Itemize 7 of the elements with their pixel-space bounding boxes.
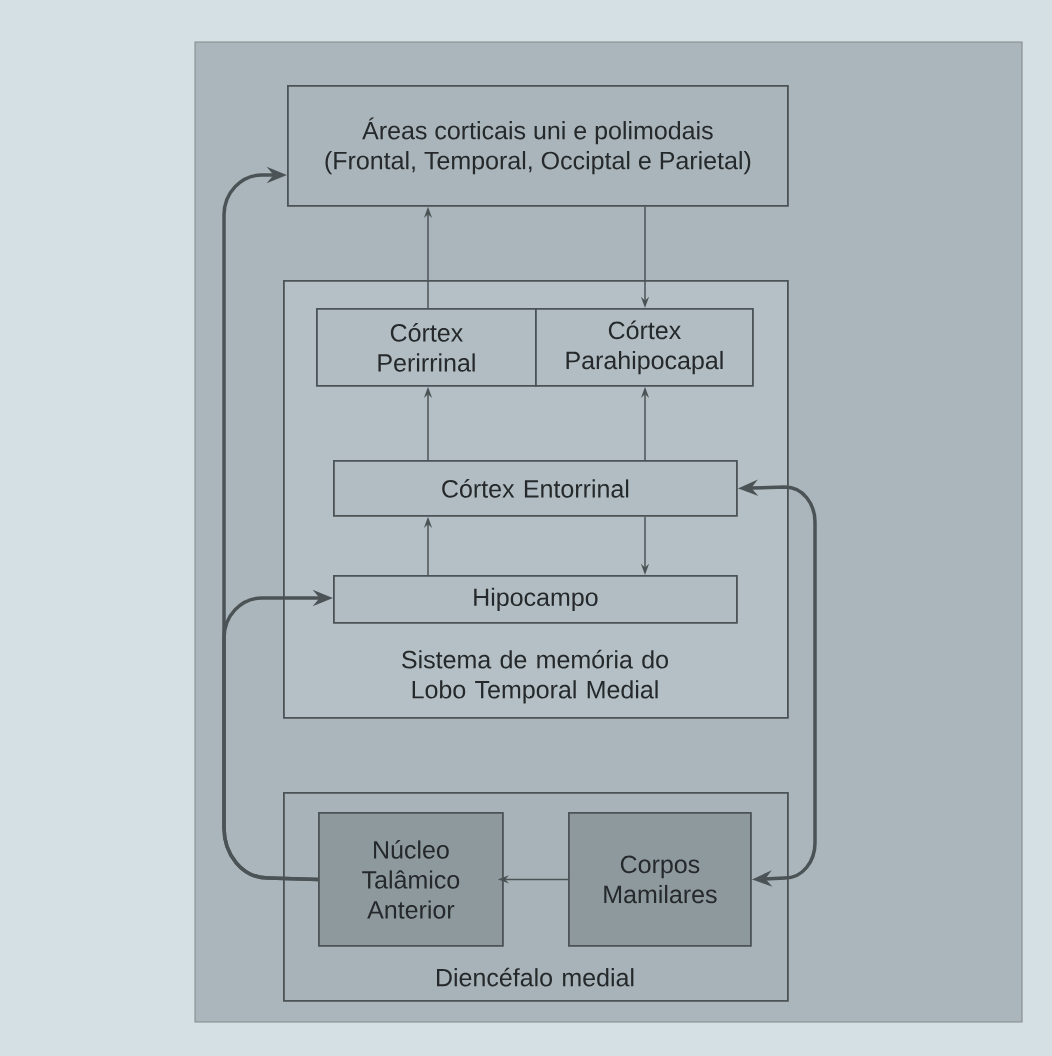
box: Córtex Perirrinal [316,308,537,387]
box: Núcleo Talâmico Anterior [318,812,504,947]
box: Hipocampo [333,575,738,624]
box: Corpos Mamilares [568,812,752,947]
box: Córtex Parahipocapal [535,308,754,387]
box: Áreas corticais uni e polimodais (Frontal, Temporal, Occiptal e Parietal) [287,85,789,207]
box: Córtex Entorrinal [333,460,738,517]
